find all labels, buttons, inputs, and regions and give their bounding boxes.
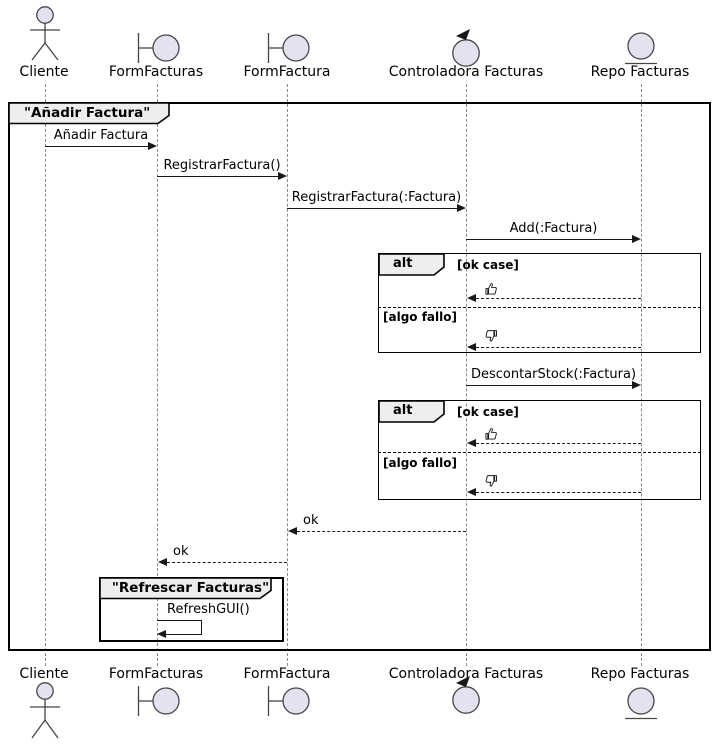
arrow-line [466, 238, 632, 240]
alt-divider [378, 451, 701, 453]
lifeline-controladora [465, 84, 467, 666]
lifeline-repo [640, 84, 642, 666]
participant-label-formfactura: FormFactura [243, 64, 331, 80]
guard-ok-case: [ok case] [457, 258, 519, 272]
return-arrow-line [167, 561, 287, 563]
message-anadir-factura: Añadir Factura [53, 128, 149, 143]
message-registrar-factura-param: RegistrarFactura(:Factura) [291, 190, 462, 205]
participant-label-repo-bottom: Repo Facturas [590, 666, 690, 682]
actor-icon [30, 682, 60, 739]
message-registrar-factura: RegistrarFactura() [163, 158, 281, 173]
arrowhead [467, 343, 476, 351]
self-message-line-down [200, 619, 202, 635]
alt-operator: alt [393, 256, 413, 271]
actor-icon [30, 6, 60, 61]
entity-icon [625, 32, 657, 65]
participant-label-controladora: Controladora Facturas [388, 64, 544, 80]
arrow-line [45, 145, 148, 147]
return-arrow-line [476, 442, 641, 444]
arrowhead [467, 488, 476, 496]
participant-label-controladora-bottom: Controladora Facturas [388, 666, 544, 682]
arrowhead [278, 172, 287, 180]
lifeline-formfactura [286, 84, 288, 666]
message-add-factura: Add(:Factura) [509, 221, 598, 236]
arrowhead [158, 558, 167, 566]
thumbs-down-icon [485, 475, 497, 487]
alt-operator: alt [393, 403, 413, 418]
arrowhead [467, 294, 476, 302]
arrowhead [157, 630, 166, 638]
alt-operator-tab [378, 253, 445, 276]
lifeline-formfacturas [156, 84, 158, 666]
lifeline-cliente [44, 84, 46, 666]
guard-algo-fallo: [algo fallo] [383, 456, 457, 470]
message-ok-to-formfacturas: ok [173, 544, 189, 559]
thumbs-up-icon [485, 283, 497, 295]
return-arrow-line [476, 491, 641, 493]
boundary-icon [137, 33, 180, 63]
thumbs-up-icon [485, 428, 497, 440]
alt-fragment-2 [378, 400, 701, 500]
arrowhead [467, 439, 476, 447]
alt-divider [378, 306, 701, 308]
entity-icon [625, 687, 657, 720]
frame-title-tab [8, 102, 170, 125]
arrow-line [157, 175, 278, 177]
arrowhead [632, 235, 641, 243]
message-ok-to-formfactura: ok [303, 513, 319, 528]
arrowhead [632, 381, 641, 389]
alt-operator-tab [378, 400, 445, 423]
self-message-line-out [157, 619, 201, 621]
frame-anadir-factura [8, 102, 711, 651]
control-icon [452, 676, 480, 714]
participant-label-formfactura-bottom: FormFactura [243, 666, 331, 682]
return-arrow-line [476, 346, 641, 348]
frame-title: "Añadir Factura" [24, 104, 151, 121]
arrowhead [457, 204, 466, 212]
message-refresh-gui: RefreshGUI() [167, 602, 250, 617]
thumbs-down-icon [485, 330, 497, 342]
alt-fragment-1 [378, 253, 701, 353]
arrowhead [148, 142, 157, 150]
guard-algo-fallo: [algo fallo] [383, 310, 457, 324]
participant-label-formfacturas-bottom: FormFacturas [108, 666, 204, 682]
arrow-line [466, 384, 632, 386]
self-message-line-back [166, 633, 201, 635]
guard-ok-case: [ok case] [457, 405, 519, 419]
boundary-icon [267, 33, 310, 63]
participant-label-cliente: Cliente [19, 64, 69, 80]
participant-label-cliente-bottom: Cliente [19, 666, 69, 682]
participant-label-formfacturas: FormFacturas [108, 64, 204, 80]
frame-title-tab [99, 577, 272, 600]
participant-label-repo: Repo Facturas [590, 64, 690, 80]
arrow-line [287, 207, 457, 209]
arrowhead [288, 527, 297, 535]
return-arrow-line [297, 530, 466, 532]
frame-title: "Refrescar Facturas" [111, 579, 270, 596]
boundary-icon [267, 686, 310, 716]
control-icon [452, 29, 480, 67]
message-descontar-stock: DescontarStock(:Factura) [470, 367, 637, 382]
boundary-icon [137, 686, 180, 716]
return-arrow-line [476, 297, 641, 299]
